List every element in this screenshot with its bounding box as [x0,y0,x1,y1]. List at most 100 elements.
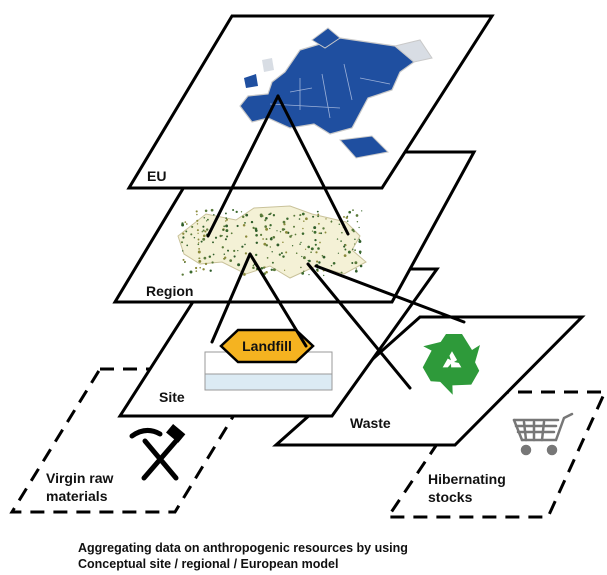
region-map-dot [252,226,255,230]
region-map-dot [314,239,317,242]
region-map-dot [197,243,200,246]
region-map-dot [219,234,222,238]
region-map-dot [341,231,343,234]
region-map-dot [347,250,351,254]
region-map-dot [317,247,320,250]
region-map-dot [196,223,199,225]
region-map-dot [269,224,272,227]
region-map-dot [299,243,301,245]
waste-label: Waste [350,415,391,431]
region-map-dot [344,248,347,251]
region-map-dot [190,233,193,236]
region-map-dot [282,220,286,224]
region-map-dot [212,241,214,244]
hammer-pick-icon [129,424,186,481]
region-map-dot [301,255,303,258]
region-map-dot [213,213,215,216]
region-map-dot [264,225,268,228]
region-map-dot [206,228,209,231]
region-map-dot [343,254,347,257]
region-map-dot [181,223,185,227]
site-label: Site [159,389,185,405]
region-map-dot [294,233,297,236]
region-map-dot [278,253,281,256]
region-map-dot [241,245,244,248]
region-map-dot [212,253,215,256]
region-map-dot [260,233,263,236]
hibernating-stocks-label-line1: Hibernating [428,471,506,487]
region-map-dot [269,246,271,248]
region-map-dot [314,243,317,246]
region-map-dot [182,258,185,261]
region-map-dot [221,235,223,237]
region-map-dot [354,261,358,265]
region-map-dot [285,231,288,234]
region-map-dot [207,218,209,221]
region-map-dot [308,259,311,263]
region-map-dot [291,245,294,247]
region-map-dot [182,236,185,239]
region-map-dot [184,221,187,223]
region-map-dot [204,230,207,233]
recycle-icon [422,334,480,395]
region-map-dot [310,251,312,254]
region-map-dot [255,241,259,245]
region-map-dot [182,250,184,252]
region-map-dot [270,238,273,241]
region-map-dot [358,238,361,241]
region-map-dot [276,243,280,247]
region-map-dot [343,245,346,248]
region-map-dot [206,220,208,222]
region-map-dot [322,255,326,259]
region-map-dot [203,256,207,260]
region-map-dot [324,231,327,234]
region-map-dot [204,262,208,266]
region-map-dot [264,266,266,268]
region-map-dot [266,257,269,259]
region-map-dot [265,244,269,247]
region-map-dot [194,266,198,270]
region-map-dot [302,256,306,260]
region-map-dot [196,213,198,216]
region-map-dot [202,229,205,232]
region-map-dot [255,233,258,237]
region-map-dot [180,241,184,244]
virgin-raw-materials-label-line1: Virgin raw [46,470,114,486]
region-map-dot [316,260,319,263]
virgin-raw-materials-label-line2: materials [46,488,108,504]
region-map-dot [358,226,360,229]
region-map-dot [356,220,359,223]
region-map-dot [354,243,356,245]
region-map-dot [270,268,274,272]
region-map-dot [229,259,233,262]
region-map-dot [265,238,268,241]
region-map-dot [259,213,263,217]
region-map-dot [322,227,325,230]
region-map-dot [316,268,319,272]
region-map-dot [312,215,315,218]
region-map-dot [310,247,314,251]
region-map-dot [343,215,345,218]
region-map-dot [254,229,258,232]
region-map-dot [184,261,186,263]
region-map-dot [272,214,276,217]
region-map-dot [223,253,226,256]
region-map-dot [263,242,267,246]
region-map-dot [235,210,238,214]
region-map-dot [200,240,203,243]
region-map-dot [276,230,278,232]
region-map-dot [313,230,317,234]
region-map-dot [226,235,229,238]
region-map-dot [265,227,269,231]
region-map-dot [319,241,321,244]
region-map-dot [354,238,356,240]
region-map-dot [265,216,268,220]
region-map-dot [282,241,284,243]
region-map-dot [202,237,206,241]
region-map-dot [214,236,218,239]
region-map-dot [181,273,184,276]
caption-line1: Aggregating data on anthropogenic resour… [78,541,408,555]
region-map-dot [198,257,201,260]
region-map-dot [210,208,214,212]
region-map-dot [320,232,323,235]
